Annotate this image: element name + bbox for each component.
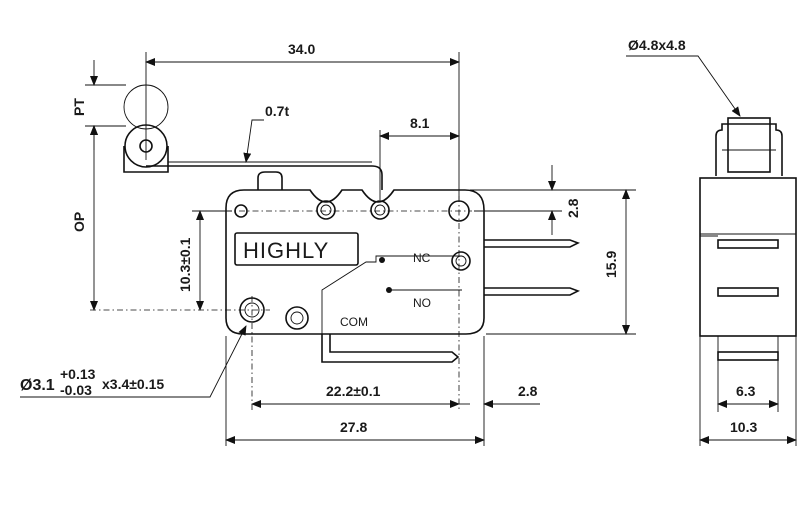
dim-mount-hole-height: 10.3±0.1: [177, 237, 193, 292]
no-point: [386, 287, 392, 293]
dim-pretravel: PT: [71, 98, 87, 116]
side-roller: [727, 117, 771, 173]
no-label: NO: [413, 296, 431, 310]
side-body: [699, 177, 797, 337]
dim-side-terminal-width: 6.3: [736, 383, 756, 399]
switch-body: [225, 189, 485, 335]
brand-label: HIGHLY: [243, 238, 329, 263]
front-dimensions: 34.0 PT OP 0.7t 8.1 2.8 10.3±0.1 15.9: [20, 41, 636, 446]
terminal-no: [484, 287, 580, 296]
mount-hole-tol-upper: +0.13: [60, 366, 96, 382]
contact-pivot-inner: [455, 255, 467, 267]
mount-hole-dia: Ø3.1: [20, 377, 55, 394]
side-dimensions: Ø4.8x4.8 6.3 10.3: [626, 37, 797, 446]
side-view: [699, 117, 797, 366]
terminal-com: [321, 334, 460, 363]
internal-contact-line: [321, 255, 462, 334]
side-terminal-no: [717, 287, 779, 297]
mount-hole-bottom-mid: [285, 306, 309, 330]
nc-label: NC: [413, 251, 431, 265]
lever: [146, 165, 383, 190]
com-label: COM: [340, 315, 368, 329]
brand-plate: [234, 232, 359, 266]
dim-body-height: 15.9: [603, 251, 619, 278]
terminal-post-1-inner: [320, 204, 332, 216]
contact-pivot: [451, 251, 471, 271]
terminal-post-2-inner: [374, 204, 386, 216]
mount-hole-tol-lower: -0.03: [60, 382, 92, 398]
dim-hole-to-edge: 2.8: [518, 383, 538, 399]
terminal-post-1: [316, 200, 336, 220]
mount-hole-bottom-left-inner: [244, 302, 260, 318]
actuator-button: [257, 171, 283, 190]
terminal-nc: [484, 239, 580, 248]
dim-operating-position: OP: [71, 212, 87, 232]
side-terminal-com: [717, 351, 779, 361]
roller-bracket: [123, 146, 169, 173]
dim-overall-width: 34.0: [288, 41, 315, 57]
side-roller-bracket: [715, 123, 783, 176]
contact-point: [379, 257, 385, 263]
dim-mount-hole-callout: Ø3.1: [20, 377, 55, 394]
dim-roller-size: Ø4.8x4.8: [628, 37, 686, 53]
dim-side-body-width: 10.3: [730, 419, 757, 435]
terminal-post-2: [370, 200, 390, 220]
dim-mount-hole-spacing: 22.2±0.1: [326, 383, 381, 399]
side-terminal-nc: [717, 239, 779, 249]
dim-terminal-offset: 8.1: [410, 115, 430, 131]
front-view: HIGHLY NC NO COM: [123, 84, 580, 363]
dim-body-length: 27.8: [340, 419, 367, 435]
mount-hole-depth: x3.4±0.15: [102, 376, 164, 392]
dim-terminal-pitch: 2.8: [565, 198, 581, 218]
mount-hole-bottom-mid-inner: [290, 311, 304, 325]
dim-lever-thickness: 0.7t: [265, 103, 289, 119]
